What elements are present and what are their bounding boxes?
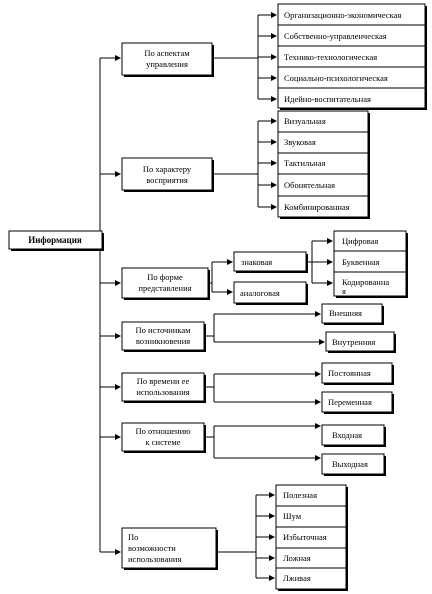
category-label: возможности — [128, 543, 176, 553]
root-label: Информация — [28, 235, 82, 245]
category-label: По форме — [147, 272, 183, 282]
node-label: знаковая — [241, 257, 272, 267]
form-analog-node: аналоговая — [233, 281, 308, 305]
category-time: По времени ее использования — [121, 372, 206, 403]
node-label: аналоговая — [240, 288, 280, 298]
list-item: Технико-технологическая — [284, 52, 377, 62]
list-item: Собственно-управленческая — [284, 31, 387, 41]
list-item: Шум — [283, 511, 302, 521]
time-variable-node: Переменная — [321, 391, 394, 414]
node-label: Внутренняя — [332, 337, 375, 347]
category-label: использования — [128, 554, 181, 564]
list-item: Кодированна — [342, 277, 389, 287]
category-form: По форме представления — [121, 267, 210, 300]
perception-list: Визуальная Звуковая Тактильная Обонятель… — [277, 110, 370, 219]
root-node: Информация — [8, 230, 104, 251]
list-item: Цифровая — [342, 236, 378, 246]
category-label: использования — [136, 387, 189, 397]
usability-list: Полезная Шум Избыточная Ложная Лживая — [275, 484, 348, 591]
category-aspects: По аспектам управления — [121, 42, 214, 77]
list-item: Полезная — [283, 490, 317, 500]
form-sign-node: знаковая — [233, 251, 308, 273]
list-item: Избыточная — [283, 532, 327, 542]
system-output-node: Выходная — [321, 453, 386, 476]
list-item: Организационно-экономическая — [284, 10, 401, 20]
list-item: Обонятельная — [284, 180, 335, 190]
node-label: Постоянная — [328, 368, 371, 378]
source-external-node: Внешняя — [321, 303, 384, 325]
node-label: Переменная — [328, 397, 372, 407]
list-item: Тактильная — [284, 158, 325, 168]
category-sources: По источникам возникновения — [121, 321, 206, 352]
category-label: По — [128, 532, 138, 542]
category-usability: По возможности использования — [121, 527, 218, 570]
category-label: к системе — [146, 437, 181, 447]
system-input-node: Входная — [321, 424, 386, 447]
category-system: По отношению к системе — [121, 422, 206, 453]
list-item: Комбинированная — [284, 202, 350, 212]
category-label: По характеру — [143, 164, 192, 174]
list-item: я — [342, 286, 346, 296]
category-label: По аспектам — [144, 48, 190, 58]
category-label: управления — [146, 59, 188, 69]
category-label: По времени ее — [137, 376, 190, 386]
list-item: Идейно-воспитательная — [284, 94, 371, 104]
connector-lines — [99, 12, 333, 581]
category-label: представления — [138, 283, 191, 293]
list-item: Буквенная — [342, 257, 380, 267]
category-label: восприятия — [146, 175, 188, 185]
node-label: Выходная — [332, 459, 368, 469]
category-perception: По характеру восприятия — [121, 157, 214, 192]
category-label: возникновения — [136, 336, 190, 346]
aspects-list: Организационно-экономическая Собственно-… — [277, 3, 427, 110]
sign-types-list: Цифровая Буквенная Кодированна я — [333, 230, 408, 298]
list-item: Ложная — [283, 553, 311, 563]
node-label: Входная — [332, 430, 362, 440]
source-internal-node: Внутренняя — [325, 331, 396, 353]
list-item: Лживая — [283, 573, 311, 583]
node-label: Внешняя — [329, 308, 362, 318]
category-label: По отношению — [136, 426, 192, 436]
list-item: Социально-психологическая — [284, 73, 388, 83]
time-constant-node: Постоянная — [321, 362, 394, 385]
category-label: По источникам — [136, 325, 192, 335]
list-item: Визуальная — [284, 116, 326, 126]
list-item: Звуковая — [284, 137, 316, 147]
